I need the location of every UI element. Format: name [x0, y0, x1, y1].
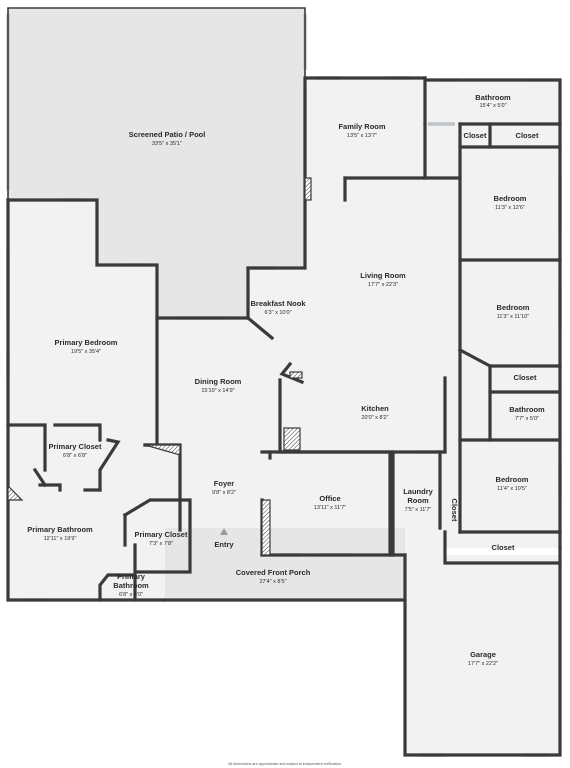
- dims-office: 13'11" x 11'7": [314, 505, 346, 511]
- label-laundry-line1: Laundry: [403, 487, 433, 496]
- label-breakfast-nook: Breakfast Nook: [250, 299, 306, 308]
- walls: [6, 7, 562, 757]
- label-bathroom-top: Bathroom: [475, 93, 511, 102]
- label-office: Office: [319, 494, 340, 503]
- garage-floor: [405, 555, 560, 755]
- dims-laundry-room: 7'5" x 11'7": [405, 507, 432, 513]
- dims-bathroom-mid: 7'7" x 5'0": [515, 416, 539, 422]
- label-closet-garage: Closet: [492, 543, 515, 552]
- porch-floor: [165, 528, 405, 600]
- label-primary-bath-small-line1: Primary: [117, 572, 146, 581]
- label-bedroom-1: Bedroom: [494, 194, 527, 203]
- dims-kitchen: 20'0" x 8'2": [361, 415, 388, 421]
- label-entry: Entry: [214, 540, 234, 549]
- label-family-room: Family Room: [338, 122, 385, 131]
- entry-arrow-icon: [220, 528, 228, 535]
- label-closet-mid: Closet: [514, 373, 537, 382]
- dims-primary-bath-small: 6'8" x 4'0": [119, 592, 143, 598]
- label-bathroom-mid: Bathroom: [509, 405, 545, 414]
- dims-family-room: 13'5" x 13'7": [347, 133, 377, 139]
- label-primary-bathroom: Primary Bathroom: [27, 525, 93, 534]
- dims-foyer: 9'8" x 8'2": [212, 490, 236, 496]
- dims-bedroom-3: 11'4" x 10'5": [497, 486, 527, 492]
- label-covered-porch: Covered Front Porch: [236, 568, 311, 577]
- label-primary-closet-2: Primary Closet: [135, 530, 188, 539]
- fixtures: [7, 177, 312, 556]
- dims-bedroom-1: 11'3" x 12'6": [495, 205, 525, 211]
- footnote-disclaimer: All dimensions are approximate and subje…: [228, 762, 341, 766]
- label-garage: Garage: [470, 650, 496, 659]
- dims-primary-bedroom: 19'5" x 35'4": [71, 349, 101, 355]
- label-primary-bedroom: Primary Bedroom: [55, 338, 118, 347]
- label-laundry-line2: Room: [407, 496, 429, 505]
- dims-screened-patio: 33'5" x 35'1": [152, 141, 182, 147]
- label-bedroom-3: Bedroom: [496, 475, 529, 484]
- label-screened-patio: Screened Patio / Pool: [129, 130, 206, 139]
- label-closet-laundry: Closet: [450, 499, 459, 522]
- label-bedroom-2: Bedroom: [497, 303, 530, 312]
- label-primary-bath-small-line2: Bathroom: [113, 581, 149, 590]
- floor-areas: [8, 8, 560, 755]
- label-kitchen: Kitchen: [361, 404, 389, 413]
- patio-floor: [8, 8, 305, 318]
- dims-dining-room: 15'10" x 14'9": [201, 388, 234, 394]
- label-foyer: Foyer: [214, 479, 235, 488]
- dims-garage: 17'7" x 22'2": [468, 661, 498, 667]
- room-labels: Screened Patio / Pool 33'5" x 35'1" Fami…: [27, 93, 545, 766]
- label-primary-closet-1: Primary Closet: [49, 442, 102, 451]
- label-dining-room: Dining Room: [195, 377, 242, 386]
- dims-living-room: 17'7" x 22'3": [368, 282, 398, 288]
- dims-primary-closet-2: 7'3" x 7'8": [149, 541, 173, 547]
- dims-primary-closet-1: 6'8" x 6'8": [63, 453, 87, 459]
- dims-covered-porch: 27'4" x 8'5": [259, 579, 286, 585]
- dims-bedroom-2: 11'3" x 11'10": [497, 314, 529, 320]
- label-living-room: Living Room: [360, 271, 406, 280]
- dims-bathroom-top: 15'4" x 5'0": [479, 103, 506, 109]
- dims-breakfast-nook: 6'3" x 10'0": [264, 310, 291, 316]
- label-closet-top-left: Closet: [464, 131, 487, 140]
- label-closet-top-right: Closet: [516, 131, 539, 140]
- house-floor: [8, 78, 560, 600]
- dims-primary-bathroom: 12'11" x 19'9": [44, 536, 77, 542]
